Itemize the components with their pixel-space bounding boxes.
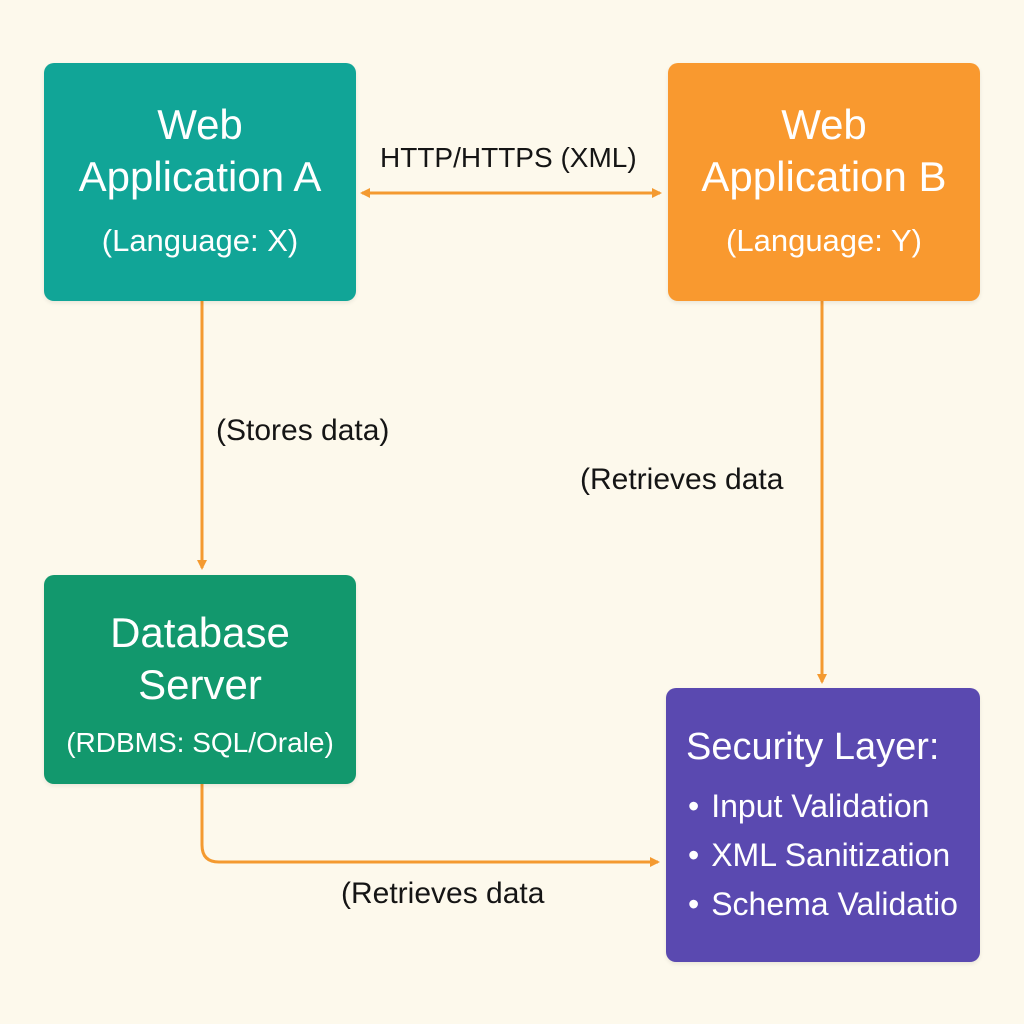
security-item-label: XML Sanitization bbox=[711, 837, 951, 873]
web-application-b-node: Web Application B (Language: Y) bbox=[668, 63, 980, 301]
security-item-label: Schema Validatio bbox=[711, 886, 958, 922]
security-item: • Input Validation bbox=[688, 782, 980, 831]
web-application-a-language: (Language: X) bbox=[101, 223, 299, 258]
security-layer-node: Security Layer: • Input Validation • XML S… bbox=[666, 688, 980, 962]
security-layer-title: Security Layer: bbox=[686, 726, 940, 768]
security-layer-list: • Input Validation • XML Sanitization • Sch… bbox=[666, 782, 980, 929]
web-application-a-node: Web Application A (Language: X) bbox=[44, 63, 356, 301]
security-item: • Schema Validatio bbox=[688, 880, 980, 929]
security-item-label: Input Validation bbox=[711, 788, 930, 824]
edge-db-security-label: (Retrieves data bbox=[341, 877, 545, 910]
web-application-a-title: Web Application A bbox=[78, 101, 322, 200]
bullet-icon: • bbox=[688, 788, 700, 824]
security-item: • XML Sanitization bbox=[688, 831, 980, 880]
database-server-title: Database Server bbox=[110, 609, 290, 708]
database-server-rdbms: (RDBMS: SQL/Orale) bbox=[66, 727, 334, 758]
edge-db-security-line bbox=[200, 784, 660, 867]
edge-a-db-label: (Stores data) bbox=[216, 414, 390, 447]
web-application-b-title: Web Application B bbox=[701, 101, 947, 200]
web-application-b-language: (Language: Y) bbox=[726, 223, 922, 258]
edge-b-security-label: (Retrieves data bbox=[580, 463, 784, 496]
bullet-icon: • bbox=[688, 837, 700, 873]
bullet-icon: • bbox=[688, 886, 700, 922]
edge-a-b-label: HTTP/HTTPS (XML) bbox=[380, 142, 637, 173]
database-server-node: Database Server (RDBMS: SQL/Orale) bbox=[44, 575, 356, 784]
